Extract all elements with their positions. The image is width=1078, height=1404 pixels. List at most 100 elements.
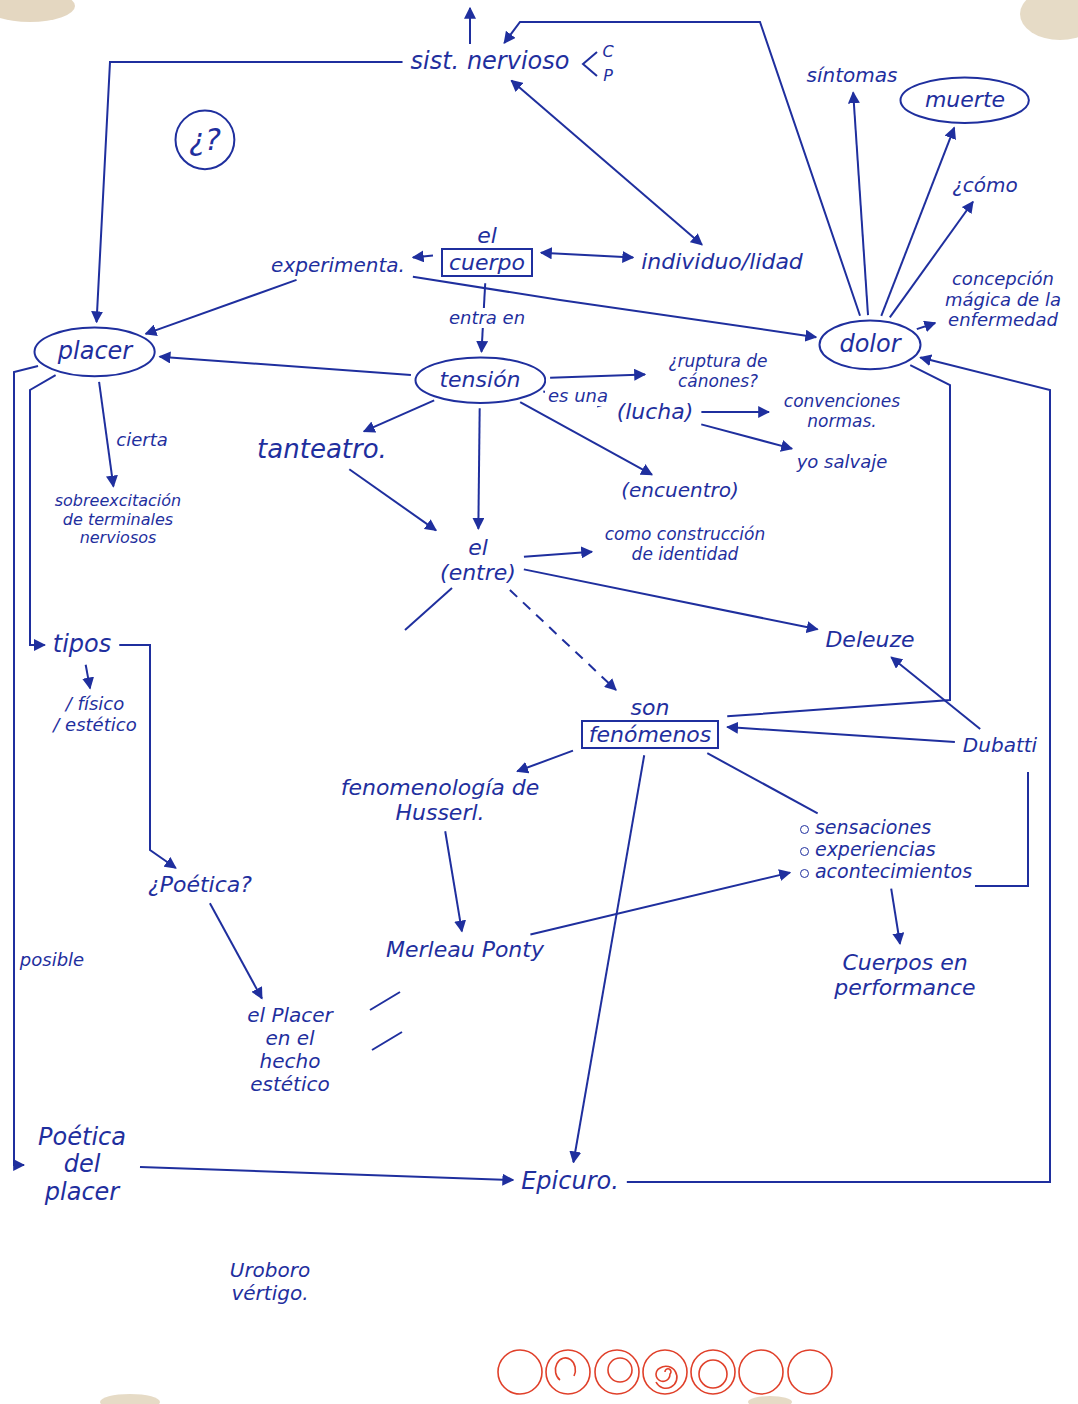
arrow-connector xyxy=(541,253,633,258)
branch-bracket xyxy=(583,52,597,76)
arrow-connector xyxy=(210,903,262,998)
concept-text: tipos xyxy=(49,629,116,661)
arrow-connector xyxy=(853,92,868,315)
concept-text: Cuerpos en performance xyxy=(801,948,1009,1003)
arrow-connector xyxy=(701,411,769,413)
arrow-connector xyxy=(413,277,816,337)
node-text: tensión xyxy=(439,367,520,392)
concept-text: / físico/ estético xyxy=(49,692,140,737)
arrow-connector xyxy=(891,657,980,729)
node-text: como construcción de identidad xyxy=(600,525,770,564)
arrow-connector xyxy=(445,831,462,931)
red-circles xyxy=(498,1350,832,1394)
node-text: son xyxy=(581,695,720,720)
node-text: experimenta. xyxy=(271,254,405,277)
concept-text: experimenta. xyxy=(267,252,409,279)
arrow-connector xyxy=(511,80,702,244)
arrow-connector xyxy=(530,873,790,935)
arrow-connector xyxy=(146,280,297,334)
node-text: dolor xyxy=(839,331,900,359)
node-text: (entre) xyxy=(440,560,516,585)
concept-text: Merleau Ponty xyxy=(382,935,548,964)
node-text: individuo/lidad xyxy=(641,249,803,274)
concept-text: sobreexcitación de terminales nerviosos xyxy=(39,490,197,549)
node-text: yo salvaje xyxy=(797,452,888,473)
node-text: tipos xyxy=(53,631,112,659)
arrow-connector xyxy=(524,569,818,629)
dash-marks xyxy=(370,992,402,1050)
ellipse-outline xyxy=(35,328,155,377)
concept-ellipse: dolor xyxy=(818,319,922,371)
concept-ellipse: tensión xyxy=(414,356,547,404)
concept-text: el Placer en el hecho estético xyxy=(241,1002,339,1098)
node-text: cuerpo xyxy=(441,248,533,277)
concept-text: fenomenología de Husserl. xyxy=(336,773,544,828)
node-text: Cuerpos en performance xyxy=(805,950,1005,1001)
concept-text: individuo/lidad xyxy=(637,247,807,276)
edge-label: cierta xyxy=(113,430,170,451)
node-text: / físico xyxy=(53,694,136,715)
concept-ellipse: muerte xyxy=(899,76,1030,124)
concept-text: como construcción de identidad xyxy=(596,523,774,566)
arrow-connector xyxy=(14,366,38,1165)
concept-text: Poética del placer xyxy=(28,1122,136,1209)
arrow-connector xyxy=(413,255,433,257)
edge-label: es una xyxy=(545,386,611,407)
concept-text: Deleuze xyxy=(821,625,918,654)
node-text: el xyxy=(440,535,516,560)
note-label: C xyxy=(602,43,613,61)
arrow-connector xyxy=(881,128,954,316)
node-text: ¿Poética? xyxy=(148,872,252,897)
concept-ellipse: ¿? xyxy=(174,109,236,171)
ellipse-outline xyxy=(415,357,545,402)
arrow-connector xyxy=(524,552,592,557)
arrow-connector xyxy=(97,62,403,322)
arrow-connector xyxy=(349,469,436,530)
ellipse-outline xyxy=(819,321,920,370)
concept-text: convenciones normas. xyxy=(773,390,911,433)
node-text: ¿? xyxy=(189,123,221,158)
node-text: fenómenos xyxy=(581,720,720,749)
concept-text: ¿cómo xyxy=(948,172,1022,199)
node-text: muerte xyxy=(925,87,1005,112)
arrow-connector xyxy=(478,408,479,529)
node-text: sensaciones xyxy=(798,817,972,839)
concept-text: el(entre) xyxy=(436,533,520,588)
node-text: sobreexcitación de terminales nerviosos xyxy=(43,492,193,547)
arrow-line xyxy=(469,8,471,44)
concept-text: ¿Poética? xyxy=(144,870,256,899)
node-text: Epicuro. xyxy=(521,1168,619,1196)
concept-text: tanteatro. xyxy=(253,433,391,467)
stray-line xyxy=(405,588,452,630)
arrow-connector xyxy=(510,590,616,690)
arrow-connector xyxy=(517,751,573,772)
arrow-connector xyxy=(917,323,935,329)
node-text: Poética del placer xyxy=(32,1124,132,1207)
ellipse-outline xyxy=(176,111,235,170)
coffee-stain xyxy=(1020,0,1078,40)
node-text: fenomenología de Husserl. xyxy=(340,775,540,826)
node-text: Merleau Ponty xyxy=(386,937,544,962)
concept-text: síntomas xyxy=(803,62,902,89)
node-text: ¿ruptura de cánones? xyxy=(653,352,783,391)
node-text: Deleuze xyxy=(825,627,914,652)
node-text: tanteatro. xyxy=(257,435,387,465)
edge-label: posible xyxy=(17,950,87,971)
arrow-connector xyxy=(140,1167,513,1180)
concept-text: (encuentro) xyxy=(617,477,743,504)
arrow-connector xyxy=(891,889,900,944)
node-text: ¿cómo xyxy=(952,174,1018,197)
arrow-connector xyxy=(30,375,56,645)
edge-label: entra en xyxy=(446,308,528,329)
node-text: concepción mágica de la enfermedad xyxy=(943,269,1063,331)
coffee-stain xyxy=(0,0,75,22)
node-text: convenciones normas. xyxy=(777,392,907,431)
node-text: síntomas xyxy=(807,64,898,87)
note-label: Uroboro vértigo. xyxy=(215,1259,325,1305)
concept-text: concepción mágica de la enfermedad xyxy=(939,267,1067,333)
arrow-connector xyxy=(364,400,434,431)
coffee-stain xyxy=(748,1396,792,1404)
concept-text: Epicuro. xyxy=(517,1166,623,1198)
arrow-connector xyxy=(573,755,644,1162)
coffee-stain xyxy=(100,1394,160,1404)
